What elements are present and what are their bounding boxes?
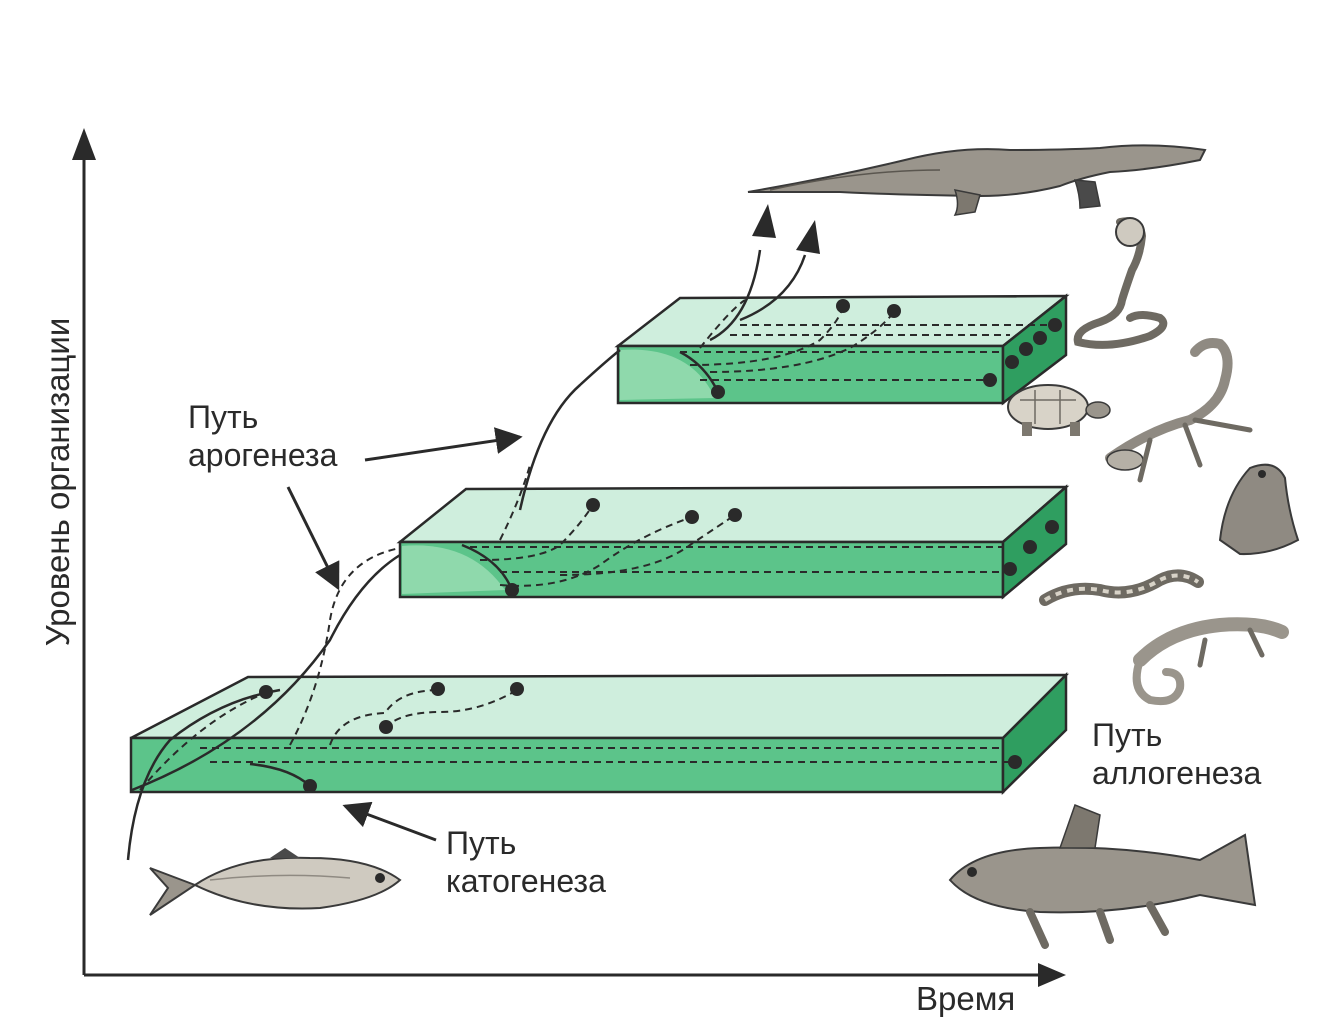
lineage-dot <box>586 498 600 512</box>
arogenesis-label-line1: Путь <box>188 398 337 436</box>
salamander-icon <box>1137 624 1282 701</box>
lineage-dot <box>379 720 393 734</box>
slab-middle <box>400 487 1066 597</box>
coelacanth-icon <box>950 805 1255 945</box>
lineage-dot <box>1003 562 1017 576</box>
lineage-dot <box>1005 355 1019 369</box>
frog-icon <box>1220 465 1298 554</box>
lineage-dot <box>1048 318 1062 332</box>
main-lineage <box>520 350 620 510</box>
catogenesis-label: Путь катогенеза <box>446 824 606 900</box>
y-axis-label: Уровень организации <box>38 252 78 712</box>
lineage-dot <box>711 385 725 399</box>
arogenesis-label: Путь арогенеза <box>188 398 337 474</box>
cobra-icon <box>1078 218 1164 345</box>
lineage-dot <box>836 299 850 313</box>
allogenesis-label-line1: Путь <box>1092 716 1261 754</box>
turtle-icon <box>1008 385 1110 436</box>
y-axis-arrow-icon <box>72 128 96 160</box>
lineage-dot <box>510 682 524 696</box>
lineage-dot <box>1019 342 1033 356</box>
lineage-dot <box>983 373 997 387</box>
crocodile-icon <box>748 145 1205 215</box>
exit-arrow-icon <box>796 220 820 254</box>
arogenesis-pointer-right <box>365 437 520 460</box>
catogenesis-label-line2: катогенеза <box>446 862 606 900</box>
arogenesis-pointer-down <box>288 487 338 588</box>
lineage-dot <box>431 682 445 696</box>
arogenesis-label-line2: арогенеза <box>188 436 337 474</box>
lineage-dot <box>505 583 519 597</box>
x-axis-arrow-icon <box>1038 963 1066 987</box>
x-axis-label: Время <box>916 980 1015 1018</box>
lineage-dot <box>685 510 699 524</box>
exit-arrow-icon <box>752 204 776 238</box>
catogenesis-pointer <box>345 806 436 840</box>
allogenesis-label: Путь аллогенеза <box>1092 716 1261 792</box>
lineage-dot <box>728 508 742 522</box>
lineage-dot <box>1023 540 1037 554</box>
lineage-dot <box>1033 331 1047 345</box>
lineage-dot <box>259 685 273 699</box>
lizard-icon <box>1107 343 1250 480</box>
snake-icon <box>1045 575 1198 600</box>
lineage-dot <box>303 779 317 793</box>
lineage-dot <box>1008 755 1022 769</box>
lineage-dot <box>887 304 901 318</box>
catogenesis-label-line1: Путь <box>446 824 606 862</box>
exit-arrows <box>752 204 820 254</box>
fish-icon <box>150 848 400 915</box>
allogenesis-label-line2: аллогенеза <box>1092 754 1261 792</box>
lineage-dot <box>1045 520 1059 534</box>
